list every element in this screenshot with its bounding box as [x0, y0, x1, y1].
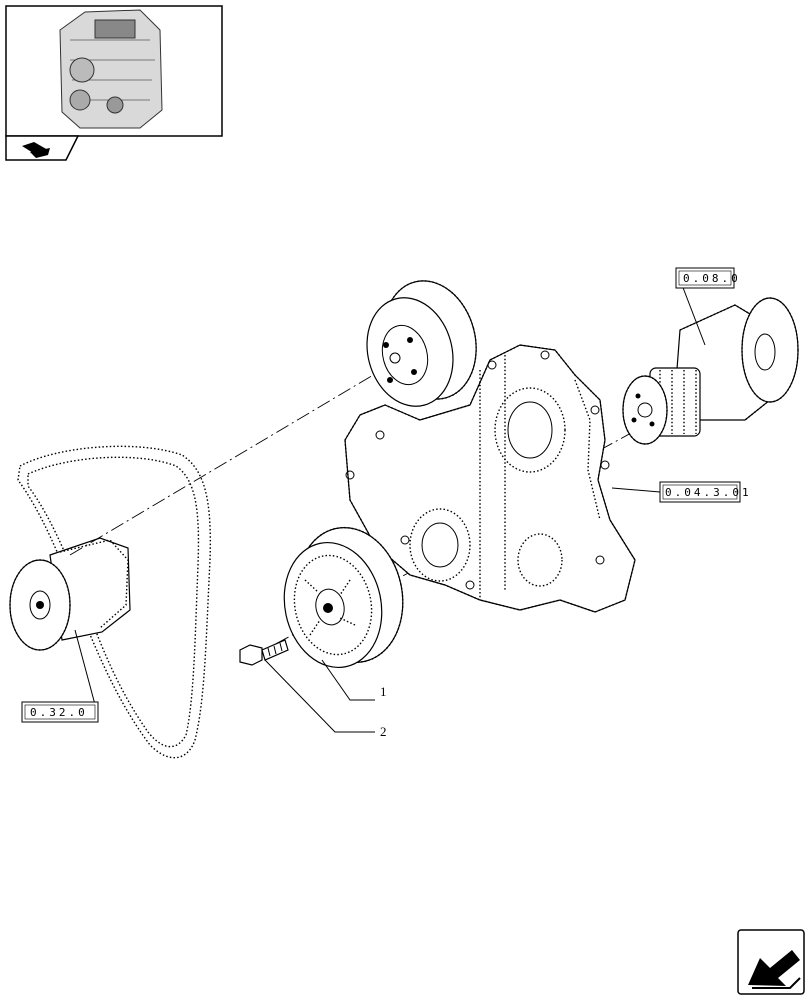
next-page-arrow-icon — [748, 950, 801, 989]
leader-pulley — [321, 659, 375, 701]
leader-bolt — [264, 659, 375, 733]
next-page-button[interactable] — [737, 929, 805, 995]
upper-axis-line — [69, 367, 386, 556]
ref-box-crankshaft[interactable]: 0.08.0 — [675, 267, 741, 289]
pulley-bolt[interactable] — [239, 639, 289, 666]
water-pump[interactable] — [9, 537, 131, 651]
crankshaft[interactable] — [622, 297, 799, 445]
leader-timing-cover — [611, 487, 661, 493]
callout-1: 1 — [380, 684, 387, 699]
crankshaft-pulley[interactable] — [273, 518, 415, 677]
timing-cover[interactable] — [344, 344, 636, 613]
ref-box-water-pump[interactable]: 0.32.0 — [21, 701, 99, 723]
leader-water-pump — [74, 629, 98, 713]
ref-label-water-pump: 0.32.0 — [30, 706, 88, 719]
book-tab-icon — [22, 142, 50, 158]
ref-label-crankshaft: 0.08.0 — [683, 272, 741, 285]
ref-label-timing-cover: 0.04.3.01 — [665, 486, 752, 499]
engine-thumbnail[interactable] — [5, 5, 223, 161]
engine-thumbnail-icon — [59, 9, 163, 129]
leader-crankshaft — [681, 284, 706, 346]
ref-box-timing-cover[interactable]: 0.04.3.01 — [659, 481, 752, 503]
callout-2: 2 — [380, 724, 387, 739]
fan-pulley[interactable] — [355, 270, 489, 416]
